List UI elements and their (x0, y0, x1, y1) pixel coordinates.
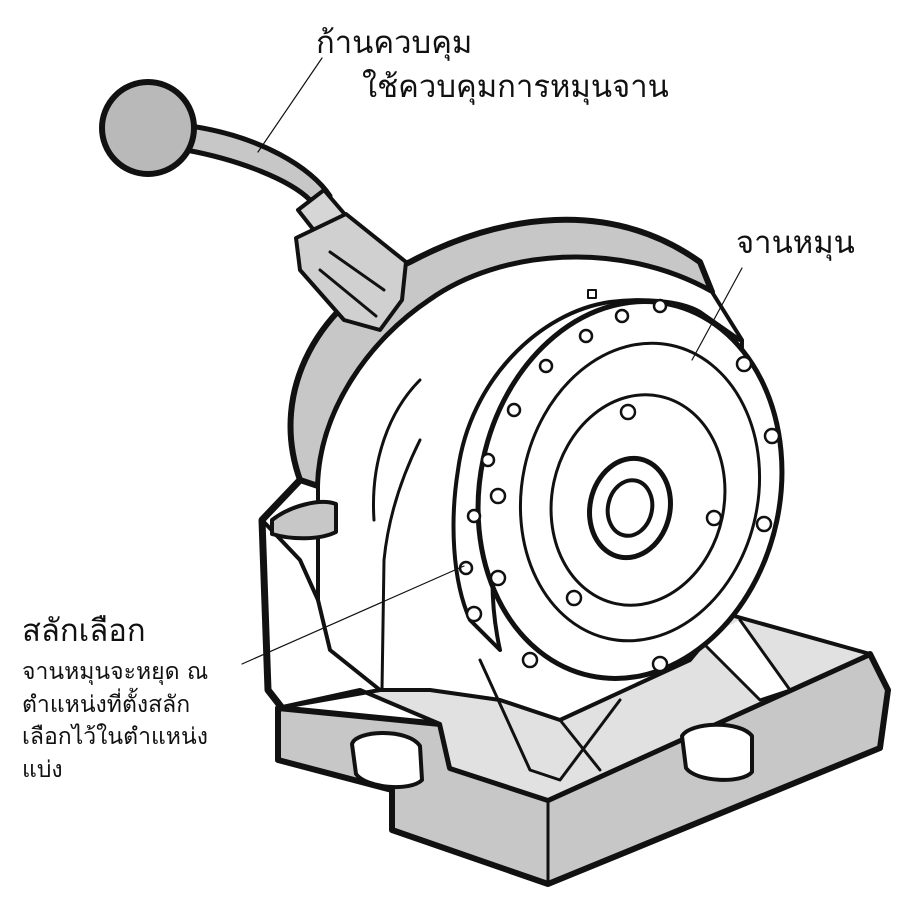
control-lever (99, 79, 408, 332)
lever-callout-description: ใช้ควบคุมการหมุนจาน (362, 69, 669, 105)
leader-lines (241, 57, 743, 665)
rotating-disc (451, 289, 785, 681)
lever-callout-title: ก้านควบคุม (316, 25, 473, 61)
index-pin-callout-title: สลักเลือก (22, 613, 146, 649)
disc-callout-title: จานหมุน (736, 225, 855, 261)
index-pin-callout-description: จานหมุนจะหยุด ณ ตำแหน่งที่ตั้งสลัก เลือก… (22, 659, 209, 783)
